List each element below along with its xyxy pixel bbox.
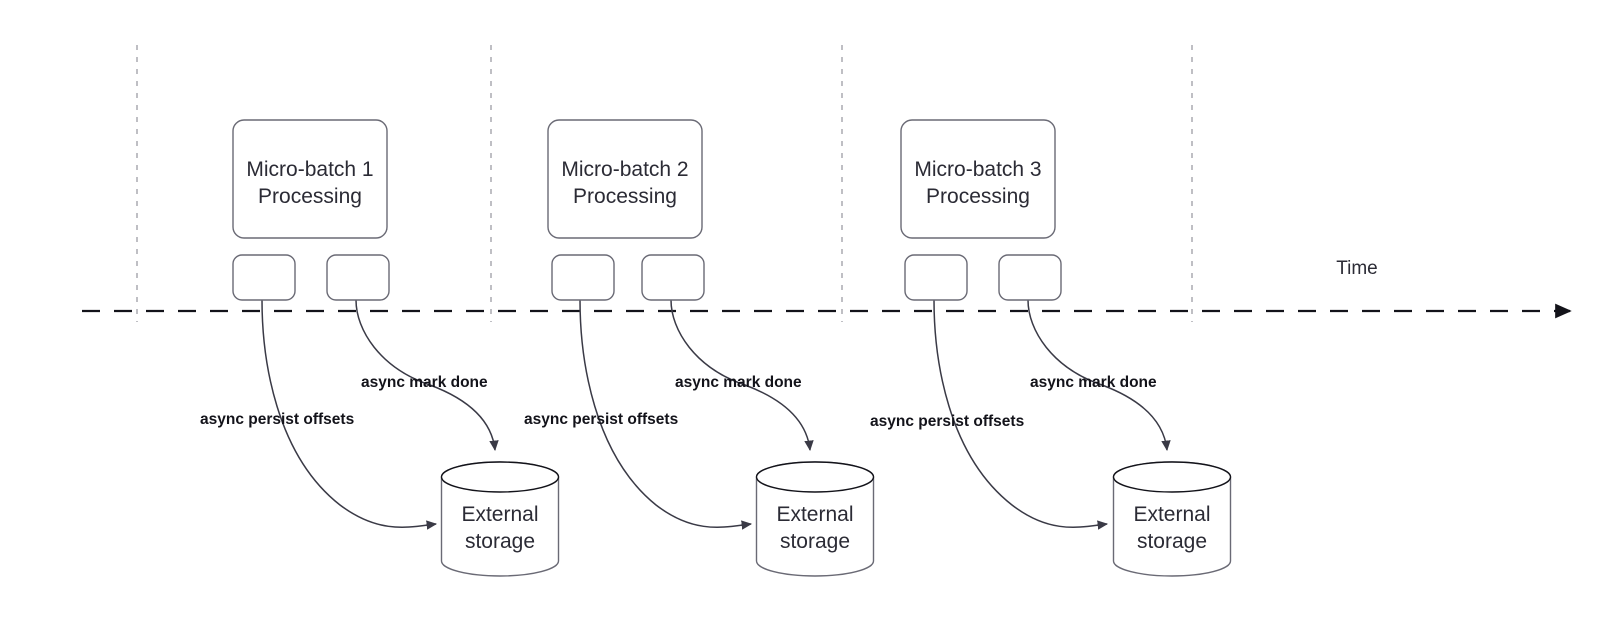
micro-batch-label-line2: Processing [258,185,362,208]
micro-batch-label-line1: Micro-batch 3 [914,158,1041,181]
storage-label-line1: External [1133,503,1210,526]
group-3: Micro-batch 3 Processing [900,119,1062,301]
micro-batch-label-line1: Micro-batch 2 [561,158,688,181]
group-1: Micro-batch 1 Processing [232,119,390,301]
external-storage-cylinder[interactable]: External storage [1112,461,1232,577]
cylinder-top-ellipse [440,461,560,493]
edge-persist-2-label: async persist offsets [524,411,678,428]
task-box-persist[interactable] [904,254,968,301]
time-axis: Time [82,258,1572,319]
external-storage-cylinder[interactable]: External storage [755,461,875,577]
micro-batch-label-line1: Micro-batch 1 [246,158,373,181]
edge-markdone-3-label: async mark done [1030,374,1157,391]
task-box-mark-done[interactable] [998,254,1062,301]
edge-markdone-1 [355,299,499,452]
edge-markdone-2-label: async mark done [675,374,802,391]
edge-persist-3-label: async persist offsets [870,413,1024,430]
cylinder-top-ellipse [1112,461,1232,493]
task-box-persist[interactable] [232,254,296,301]
task-box-persist[interactable] [551,254,615,301]
micro-batch-label-line2: Processing [926,185,1030,208]
storage-label-line1: External [461,503,538,526]
group-2: Micro-batch 2 Processing [547,119,705,301]
micro-batch-label-line2: Processing [573,185,677,208]
storage-label-line2: storage [780,530,850,553]
edge-markdone-2 [670,299,814,452]
storage-label-line2: storage [465,530,535,553]
micro-batch-box[interactable] [232,119,388,239]
edge-markdone-3 [1027,299,1171,452]
task-box-mark-done[interactable] [641,254,705,301]
storage-label-line1: External [776,503,853,526]
edge-persist-2 [579,299,753,530]
edge-persist-1-label: async persist offsets [200,411,354,428]
period-separators [136,45,1193,322]
task-box-mark-done[interactable] [326,254,390,301]
edge-persist-3 [933,299,1109,530]
time-axis-label: Time [1336,258,1378,279]
cylinder-top-ellipse [755,461,875,493]
external-storage-cylinder[interactable]: External storage [440,461,560,577]
micro-batch-box[interactable] [900,119,1056,239]
flow-edges [261,299,1171,530]
edge-persist-1 [261,299,438,530]
edge-markdone-1-label: async mark done [361,374,488,391]
micro-batch-box[interactable] [547,119,703,239]
edge-labels: async persist offsets async mark done asyn… [200,374,1157,430]
storage-label-line2: storage [1137,530,1207,553]
